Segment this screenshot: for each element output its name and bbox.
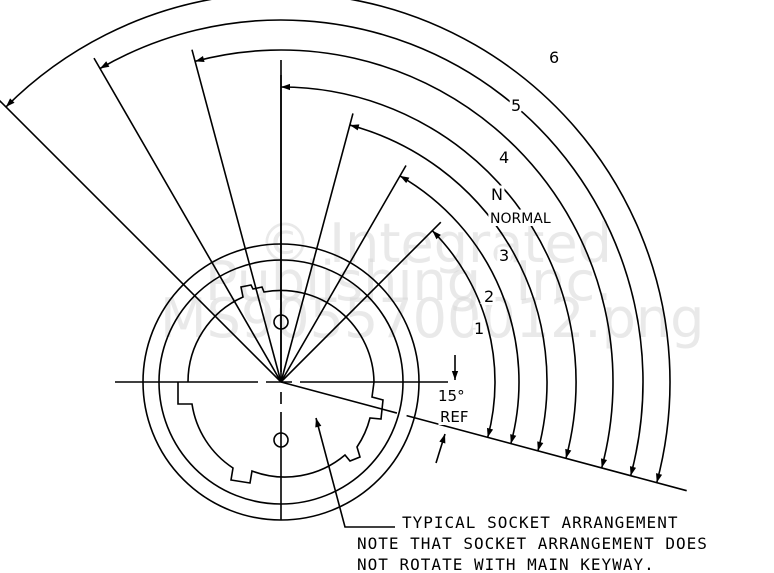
ref-angle-callout: 15° REF — [435, 355, 472, 464]
watermark-line-3: MS9055700012.png — [160, 287, 704, 350]
note-callout: TYPICAL SOCKET ARRANGEMENT NOTE THAT SOC… — [315, 417, 708, 573]
label-position-3: 3 — [499, 246, 509, 265]
label-position-1: 1 — [474, 319, 484, 338]
label-position-2: 2 — [484, 287, 494, 306]
note-line-3: NOT ROTATE WITH MAIN KEYWAY. — [357, 555, 655, 573]
reference-line — [280, 381, 687, 492]
reference-line-inner — [280, 381, 398, 414]
reference-line-outer — [406, 414, 687, 492]
ref-angle-label: 15° — [438, 387, 465, 405]
label-position-5: 5 — [511, 96, 521, 115]
position-arcs — [5, 0, 671, 483]
label-position-n: N — [491, 185, 503, 204]
ref-label: REF — [440, 408, 469, 426]
note-leader-arrow — [315, 417, 395, 528]
ref-arrow-lower — [435, 433, 446, 464]
radial-line-6 — [0, 99, 282, 383]
label-position-6: 6 — [549, 48, 559, 67]
label-position-4: 4 — [499, 148, 509, 167]
note-line-1: TYPICAL SOCKET ARRANGEMENT — [402, 513, 678, 532]
arc-labels: 1 2 3 N NORMAL 4 5 6 — [471, 45, 562, 341]
note-line-2: NOTE THAT SOCKET ARRANGEMENT DOES — [357, 534, 708, 553]
arc-position-6 — [5, 0, 671, 483]
label-normal: NORMAL — [490, 211, 551, 227]
